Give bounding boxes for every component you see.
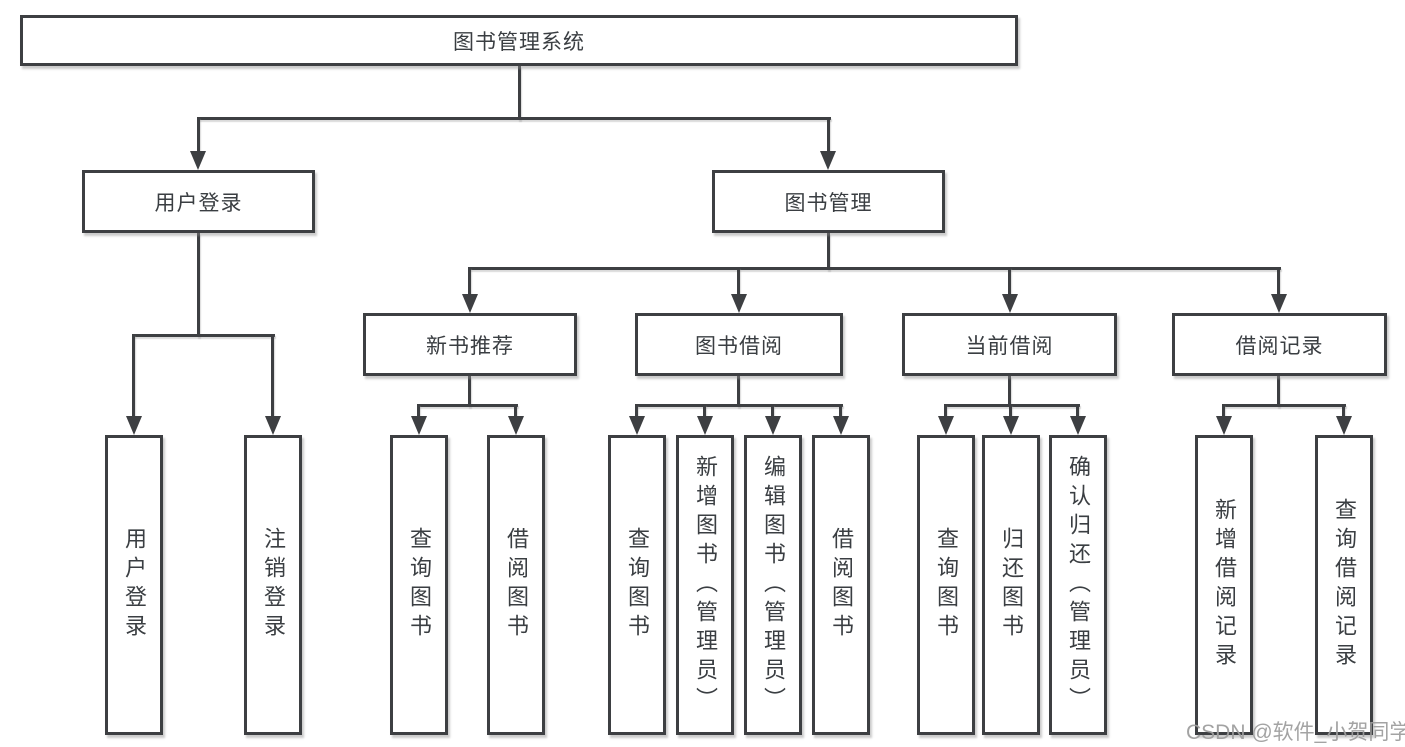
node-new-book-recommend: 新书推荐	[363, 313, 577, 376]
arrowhead-icon	[126, 416, 142, 435]
connector-line	[1277, 267, 1280, 298]
connector-line	[737, 267, 740, 298]
node-label: 当前借阅	[965, 334, 1054, 358]
leaf-edit-books-admin: 编辑图书（管理员）	[744, 435, 802, 735]
connector-line	[1222, 404, 1346, 407]
connector-line	[703, 404, 706, 419]
leaf-add-borrow-record: 新增借阅记录	[1195, 435, 1253, 735]
leaf-label: 归还图书	[999, 527, 1024, 643]
connector-line	[1076, 404, 1079, 419]
connector-line	[417, 404, 518, 407]
node-book-management: 图书管理	[712, 170, 945, 233]
arrowhead-icon	[938, 416, 954, 435]
connector-line	[468, 267, 471, 298]
node-system-root: 图书管理系统	[20, 15, 1018, 66]
connector-line	[514, 404, 517, 419]
leaf-label: 查询图书	[407, 527, 432, 643]
connector-line	[518, 66, 521, 120]
connector-line	[1009, 404, 1012, 419]
leaf-user-login: 用户登录	[105, 435, 163, 735]
watermark: CSDN @软件_小贺同学	[1186, 721, 1405, 744]
connector-line	[635, 404, 638, 419]
connector-line	[839, 404, 842, 419]
leaf-confirm-return-admin: 确认归还（管理员）	[1049, 435, 1107, 735]
connector-line	[1008, 267, 1011, 298]
connector-line	[271, 334, 274, 420]
leaf-query-borrow-record: 查询借阅记录	[1315, 435, 1373, 735]
arrowhead-icon	[411, 416, 427, 435]
connector-line	[468, 376, 471, 407]
leaf-query-books-borrow: 查询图书	[608, 435, 666, 735]
connector-line	[944, 404, 947, 419]
arrowhead-icon	[731, 294, 747, 313]
connector-line	[827, 117, 830, 155]
arrowhead-icon	[697, 416, 713, 435]
arrowhead-icon	[820, 151, 836, 170]
connector-line	[944, 404, 1080, 407]
leaf-label: 查询图书	[934, 527, 959, 643]
node-current-borrow: 当前借阅	[902, 313, 1117, 376]
arrowhead-icon	[190, 151, 206, 170]
leaf-borrow-books: 借阅图书	[812, 435, 870, 735]
leaf-label: 注销登录	[261, 527, 286, 643]
arrowhead-icon	[1003, 416, 1019, 435]
node-label: 图书管理系统	[453, 30, 585, 54]
connector-line	[132, 334, 275, 337]
leaf-borrow-books-recommend: 借阅图书	[487, 435, 545, 735]
arrowhead-icon	[462, 294, 478, 313]
node-borrow-records: 借阅记录	[1172, 313, 1387, 376]
leaf-query-books-current: 查询图书	[917, 435, 975, 735]
node-label: 用户登录	[154, 191, 243, 215]
connector-line	[1008, 376, 1011, 407]
connector-line	[197, 117, 200, 155]
leaf-label: 新增图书（管理员）	[693, 454, 718, 716]
arrowhead-icon	[1070, 416, 1086, 435]
connector-line	[417, 404, 420, 419]
leaf-label: 确认归还（管理员）	[1066, 454, 1091, 716]
node-book-borrow: 图书借阅	[635, 313, 843, 376]
leaf-label: 查询图书	[625, 527, 650, 643]
leaf-label: 借阅图书	[504, 527, 529, 643]
connector-line	[1342, 404, 1345, 419]
leaf-label: 用户登录	[122, 527, 147, 643]
arrowhead-icon	[265, 416, 281, 435]
node-user-login: 用户登录	[82, 170, 315, 233]
connector-line	[197, 117, 831, 120]
leaf-add-books-admin: 新增图书（管理员）	[676, 435, 734, 735]
arrowhead-icon	[1271, 294, 1287, 313]
arrowhead-icon	[629, 416, 645, 435]
connector-line	[197, 233, 200, 337]
leaf-label: 编辑图书（管理员）	[761, 454, 786, 716]
connector-line	[1277, 376, 1280, 407]
arrowhead-icon	[833, 416, 849, 435]
node-label: 图书管理	[784, 191, 873, 215]
connector-line	[1222, 404, 1225, 419]
leaf-label: 查询借阅记录	[1332, 498, 1357, 672]
leaf-label: 新增借阅记录	[1212, 498, 1237, 672]
connector-line	[635, 404, 843, 407]
arrowhead-icon	[1216, 416, 1232, 435]
leaf-logout: 注销登录	[244, 435, 302, 735]
leaf-query-books-recommend: 查询图书	[390, 435, 448, 735]
leaf-label: 借阅图书	[829, 527, 854, 643]
node-label: 新书推荐	[426, 334, 514, 358]
arrowhead-icon	[765, 416, 781, 435]
connector-line	[827, 233, 830, 270]
connector-line	[132, 334, 135, 420]
node-label: 借阅记录	[1235, 334, 1324, 358]
arrowhead-icon	[508, 416, 524, 435]
connector-line	[468, 267, 1281, 270]
arrowhead-icon	[1002, 294, 1018, 313]
connector-line	[737, 376, 740, 407]
node-label: 图书借阅	[695, 334, 783, 358]
leaf-return-books: 归还图书	[982, 435, 1040, 735]
connector-line	[771, 404, 774, 419]
arrowhead-icon	[1336, 416, 1352, 435]
